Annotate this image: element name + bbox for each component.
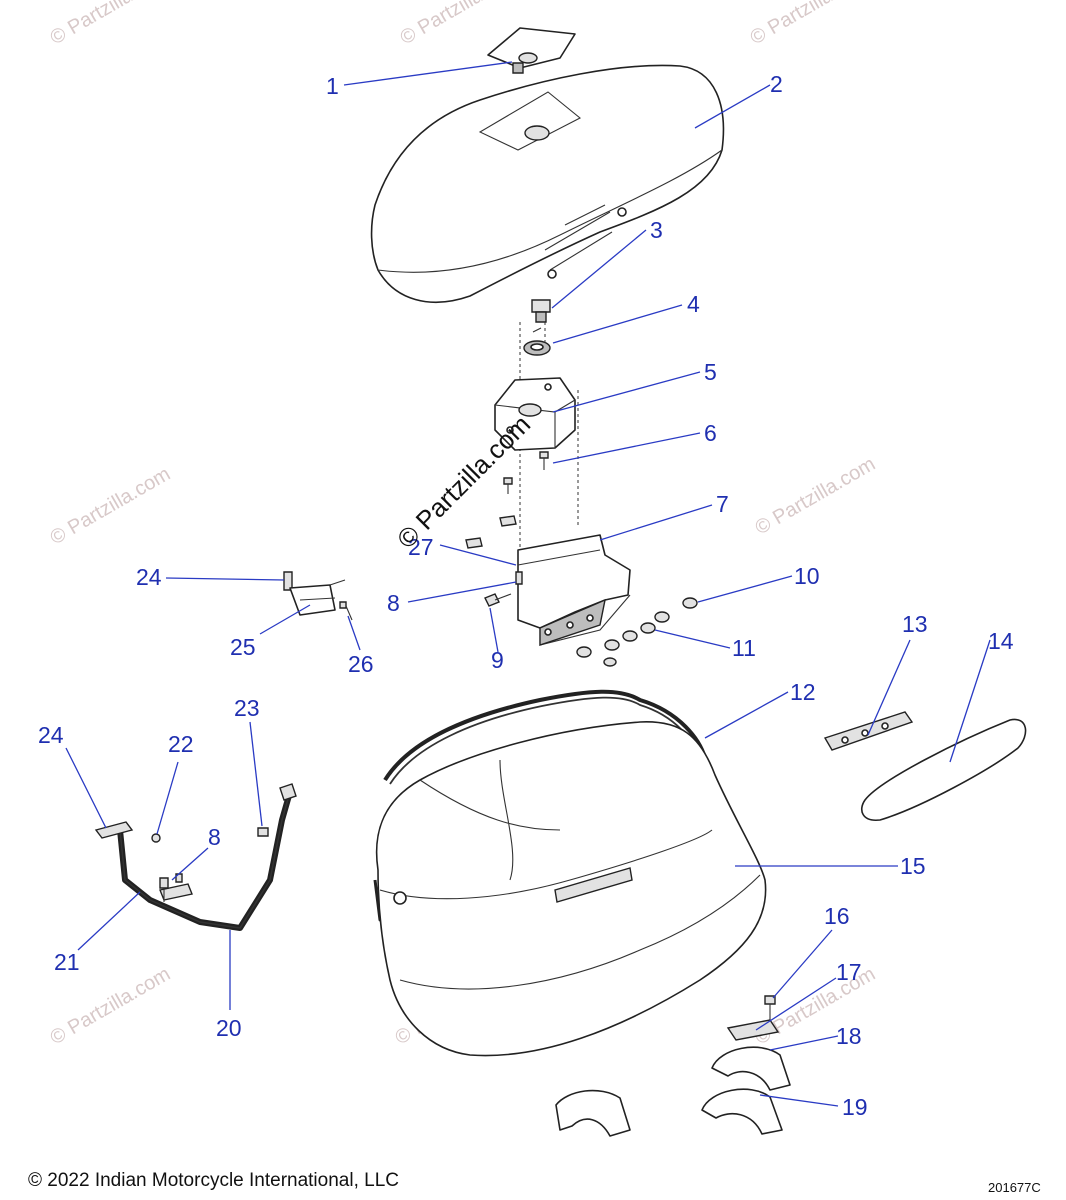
watermark: © Partzilla.com — [47, 463, 175, 549]
watermark: © Partzilla.com — [47, 963, 175, 1049]
part-5-latch — [494, 377, 576, 451]
callout-6: 6 — [704, 420, 717, 446]
callout-5: 5 — [704, 359, 717, 385]
callout-2: 2 — [770, 71, 783, 97]
part-24-25-26-bracket — [283, 571, 353, 621]
part-6-screw — [503, 451, 549, 494]
callout-22: 22 — [168, 731, 194, 757]
part-27-fasteners — [465, 515, 517, 549]
callout-16: 16 — [824, 903, 850, 929]
part-3-knob — [531, 299, 551, 323]
callout-24b: 24 — [136, 564, 162, 590]
callout-10: 10 — [794, 563, 820, 589]
copyright-text: © 2022 Indian Motorcycle International, … — [28, 1170, 399, 1191]
part-2-lid — [370, 64, 725, 303]
callout-12: 12 — [790, 679, 816, 705]
callout-26: 26 — [348, 651, 374, 677]
callout-8: 8 — [387, 590, 400, 616]
callout-15: 15 — [900, 853, 926, 879]
callout-14: 14 — [988, 628, 1014, 654]
part-7-bracket — [515, 534, 631, 646]
watermark: © Partzilla.com — [747, 0, 875, 49]
part-20-21-frame — [94, 783, 297, 931]
callout-11: 11 — [732, 635, 756, 661]
part-14-cover — [861, 718, 1027, 821]
part-15-saddlebag — [375, 721, 767, 1057]
watermark-main: © Partzilla.com — [391, 409, 536, 554]
part-22-23-8-fasteners — [151, 827, 269, 902]
callout-25: 25 — [230, 634, 256, 660]
callout-9: 9 — [491, 647, 504, 673]
part-10-11-nuts — [576, 597, 698, 667]
callout-18: 18 — [836, 1023, 862, 1049]
callout-19: 19 — [842, 1094, 868, 1120]
callout-4: 4 — [687, 291, 700, 317]
part-4-washer — [523, 327, 551, 356]
part-1-cap — [487, 27, 576, 74]
callout-3: 3 — [650, 217, 663, 243]
part-16-19-mounts — [555, 995, 791, 1137]
leader-lines — [65, 61, 991, 1107]
callouts: 1 2 3 4 5 6 7 8 9 10 11 12 13 14 15 16 1… — [38, 71, 1014, 1120]
part-13-strip — [823, 711, 914, 751]
callout-1: 1 — [326, 73, 339, 99]
watermark: © Partzilla.com — [47, 0, 175, 49]
callout-20: 20 — [216, 1015, 242, 1041]
callout-13: 13 — [902, 611, 928, 637]
callout-23: 23 — [234, 695, 260, 721]
callout-21: 21 — [54, 949, 80, 975]
watermark: © Partzilla.com — [752, 453, 880, 539]
part-9-bolt — [484, 593, 512, 607]
callout-7: 7 — [716, 491, 729, 517]
callout-17: 17 — [836, 959, 862, 985]
drawing-number: 201677C — [988, 1180, 1041, 1195]
callout-24: 24 — [38, 722, 64, 748]
callout-27: 27 — [408, 534, 434, 560]
callout-8b: 8 — [208, 824, 221, 850]
